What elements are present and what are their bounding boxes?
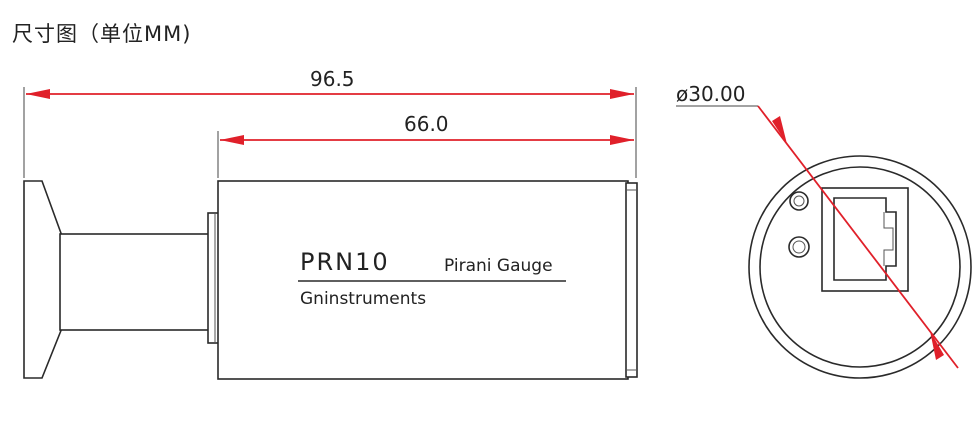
total-length-value: 96.5 xyxy=(310,67,355,91)
end-view: ø30.00 xyxy=(676,82,972,379)
neck-tube xyxy=(59,233,213,331)
brand-label: Gninstruments xyxy=(300,289,426,309)
outer-circle xyxy=(748,155,972,379)
model-label: PRN10 xyxy=(300,248,390,276)
rj45-connector xyxy=(821,187,909,292)
arrow-right xyxy=(610,89,634,99)
inner-circle xyxy=(759,166,961,368)
body-length-value: 66.0 xyxy=(404,112,449,136)
side-view: PRN10 Pirani Gauge Gninstruments xyxy=(23,180,638,380)
gauge-body xyxy=(217,180,629,380)
diameter-arrow-bottom xyxy=(930,331,944,360)
diameter-value: ø30.00 xyxy=(676,82,746,106)
body-length-dimension: 66.0 xyxy=(217,112,634,178)
arrow-body-right xyxy=(610,135,634,145)
diameter-arrow-top xyxy=(772,116,787,144)
total-length-dimension: 96.5 xyxy=(23,67,637,178)
flange xyxy=(23,180,63,379)
arrow-left xyxy=(26,89,50,99)
arrow-body-left xyxy=(220,135,244,145)
rj45-socket xyxy=(833,197,897,281)
led-hole-top xyxy=(789,191,809,211)
end-cap xyxy=(625,182,638,378)
led-hole-bottom xyxy=(788,236,810,258)
page-title: 尺寸图（单位MM) xyxy=(12,22,192,46)
diameter-leader xyxy=(757,105,959,369)
type-label: Pirani Gauge xyxy=(444,256,553,276)
